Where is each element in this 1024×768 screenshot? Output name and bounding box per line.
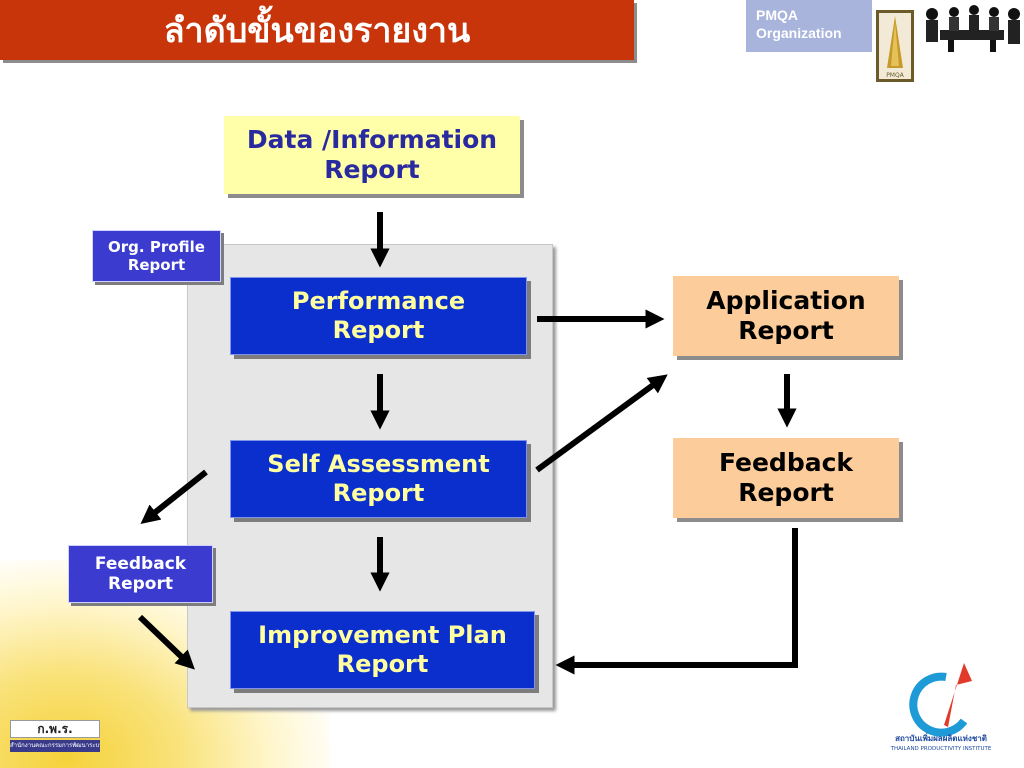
pmqa-logo-icon: PMQA xyxy=(876,10,914,82)
kpr-logo-text: ก.พ.ร. xyxy=(10,720,100,738)
data-information-report-label: Data /Information Report xyxy=(246,125,498,184)
tpi-text-en: THAILAND PRODUCTIVITY INSTITUTE xyxy=(890,746,992,752)
tpi-text-th: สถาบันเพิ่มผลผลิตแห่งชาติ xyxy=(895,732,987,743)
improvement-plan-report-label: Improvement Plan Report xyxy=(258,621,507,678)
pmqa-line2: Organization xyxy=(756,25,842,41)
self-assessment-report-box: Self Assessment Report xyxy=(230,440,527,518)
org-profile-report-box: Org. Profile Report xyxy=(92,230,221,282)
arrow-feedback-right-to-improvement xyxy=(555,528,798,675)
improvement-plan-report-box: Improvement Plan Report xyxy=(230,611,535,689)
data-information-report-box: Data /Information Report xyxy=(224,116,520,194)
business-people-illustration xyxy=(918,0,1024,54)
performance-report-label: Performance Report xyxy=(291,287,466,344)
kpr-logo-subtext: สำนักงานคณะกรรมการพัฒนาระบบราชการ xyxy=(10,740,100,752)
arrow-feedback-left-to-improvement xyxy=(137,614,195,670)
slide-title: ลำดับขั้นของรายงาน xyxy=(0,0,634,60)
svg-text:PMQA: PMQA xyxy=(886,72,905,79)
feedback-report-left-box: Feedback Report xyxy=(68,545,213,603)
feedback-report-left-label: Feedback Report xyxy=(94,553,187,594)
application-report-box: Application Report xyxy=(673,276,899,356)
arrow-self-assessment-to-application xyxy=(535,374,668,473)
feedback-report-right-box: Feedback Report xyxy=(673,438,899,518)
org-profile-report-label: Org. Profile Report xyxy=(108,238,205,274)
kpr-logo: ก.พ.ร. สำนักงานคณะกรรมการพัฒนาระบบราชการ xyxy=(10,720,100,760)
arrow-panel-to-feedback-left xyxy=(140,469,208,524)
slide-title-text: ลำดับขั้นของรายงาน xyxy=(163,11,471,51)
tpi-logo-icon: สถาบันเพิ่มผลผลิตแห่งชาติ THAILAND PRODU… xyxy=(890,663,992,752)
feedback-report-right-label: Feedback Report xyxy=(718,448,854,507)
pmqa-organization-label: PMQA Organization xyxy=(746,0,872,52)
self-assessment-report-label: Self Assessment Report xyxy=(267,450,490,507)
performance-report-box: Performance Report xyxy=(230,277,527,355)
pmqa-line1: PMQA xyxy=(756,7,798,23)
application-report-label: Application Report xyxy=(706,286,866,345)
